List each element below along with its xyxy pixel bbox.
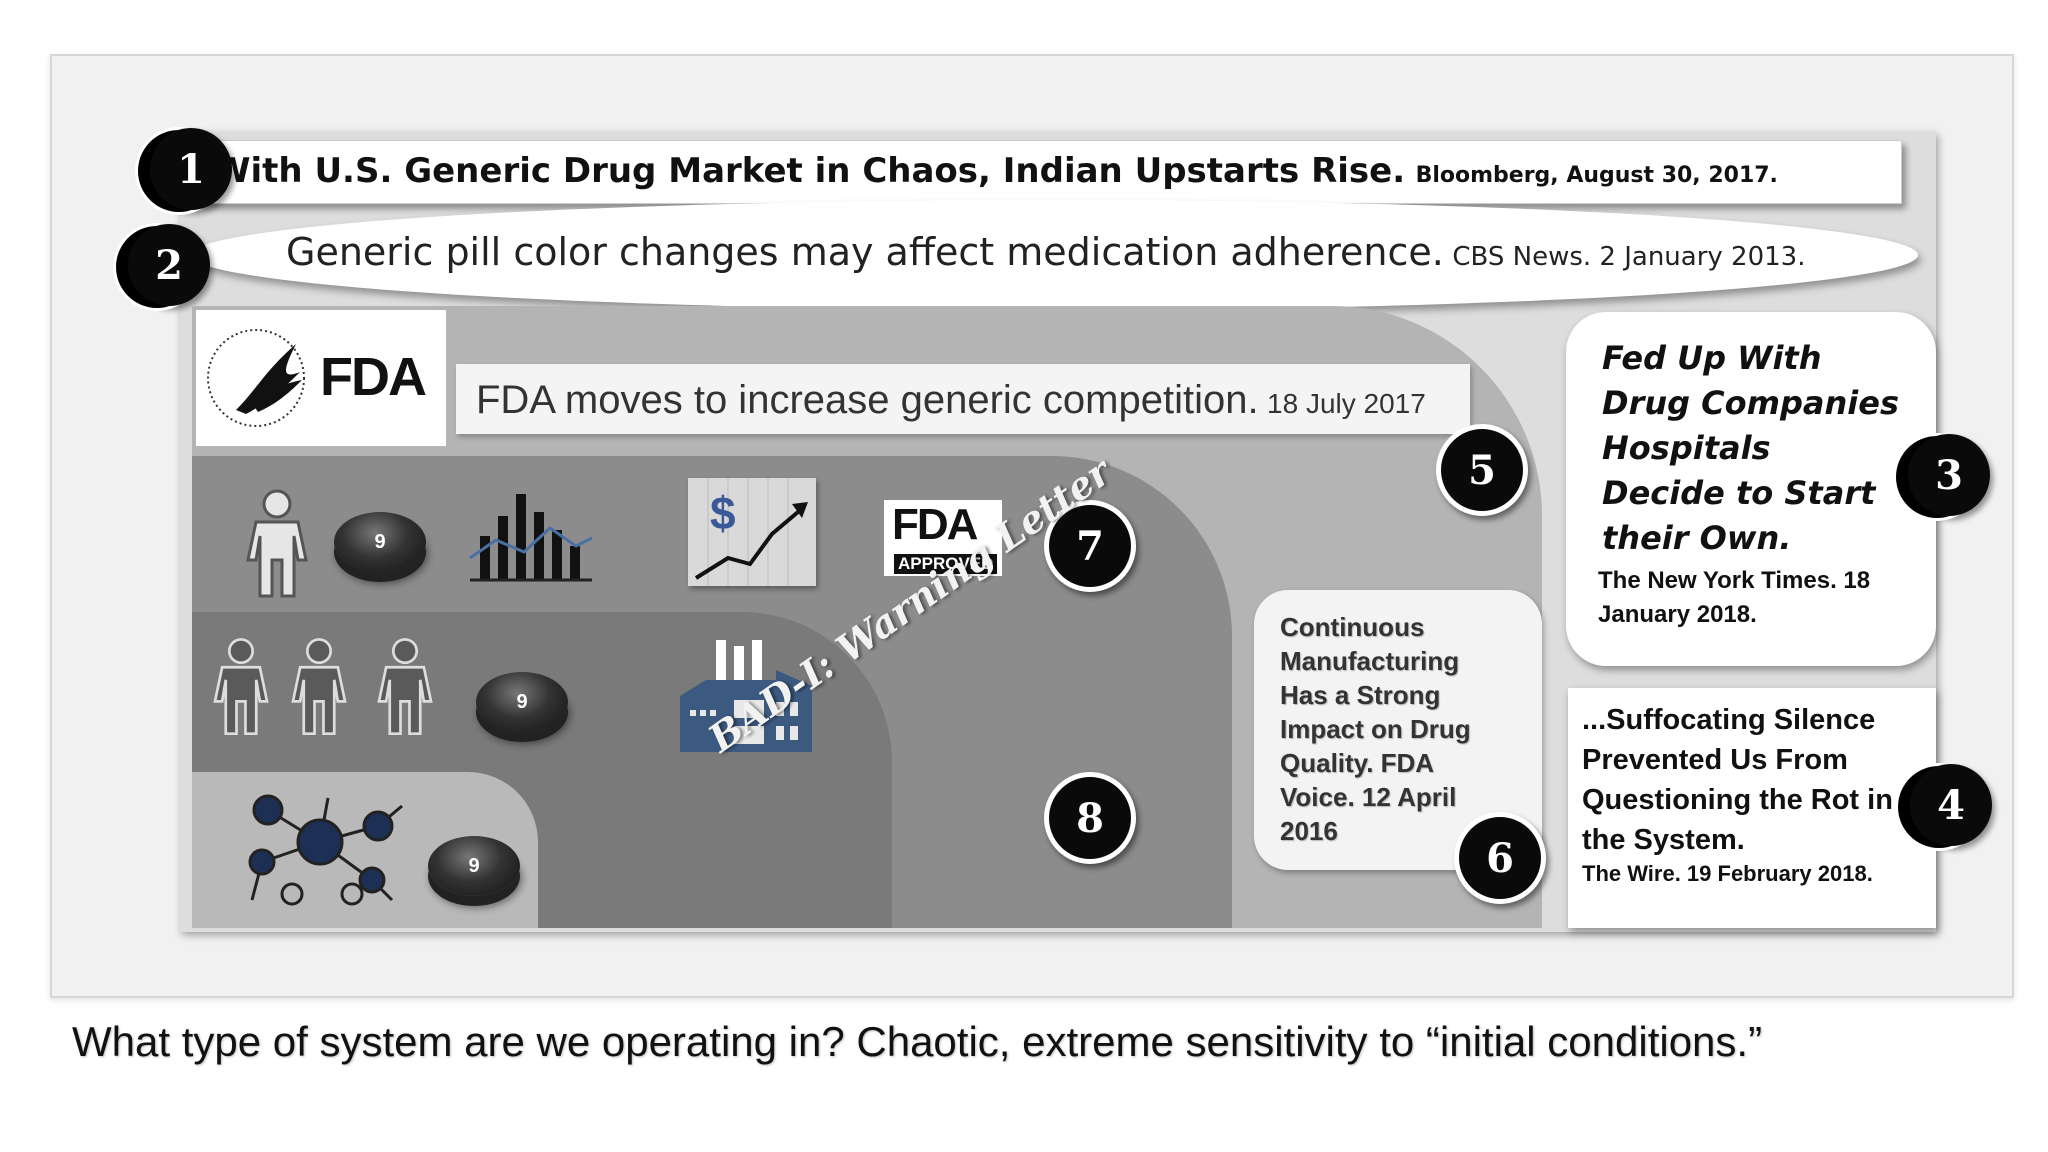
person-icon — [213, 638, 269, 736]
badge-8-label: 8 — [1076, 794, 1104, 842]
pill-icon-label: 9 — [374, 530, 386, 553]
fda-approved-stamp: FDA APPROVED — [884, 500, 1002, 576]
fda-approved-logo: FDA — [892, 500, 978, 549]
network-icon — [248, 794, 403, 906]
fda-logo-text: FDA — [320, 347, 427, 407]
badge-3-label: 3 — [1935, 451, 1963, 499]
wire-headline-text: ...Suffocating Silence Prevented Us From… — [1582, 704, 1893, 856]
continuous-manufacturing-text: Continuous Manufacturing Has a Strong Im… — [1280, 612, 1471, 846]
dollar-icon: $ — [710, 487, 736, 539]
fda-headline-date: 18 July 2017 — [1267, 388, 1426, 419]
wire-headline-source: The Wire. 19 February 2018. — [1582, 861, 1873, 886]
pill-icon: 9 — [428, 836, 520, 896]
headline-2-text: Generic pill color changes may affect me… — [286, 230, 1444, 274]
badge-3: 3 — [1908, 434, 1990, 516]
badge-8: 8 — [1044, 772, 1136, 864]
wire-headline-box: ...Suffocating Silence Prevented Us From… — [1568, 688, 1936, 928]
slide-caption: What type of system are we operating in?… — [72, 1018, 1763, 1065]
badge-1: 1 — [150, 128, 232, 210]
person-icon — [377, 638, 433, 736]
badge-1-label: 1 — [177, 145, 205, 193]
fda-approved-label: APPROVED — [894, 554, 998, 574]
badge-7: 7 — [1044, 500, 1136, 592]
nyt-headline-text: Fed Up With Drug Companies Hospitals Dec… — [1602, 339, 1899, 557]
headline-1-text: With U.S. Generic Drug Market in Chaos, … — [213, 151, 1406, 191]
pill-icon: 9 — [334, 512, 426, 572]
fda-logo: FDA — [196, 310, 446, 446]
pill-icon-label: 9 — [468, 854, 480, 877]
badge-6-label: 6 — [1486, 834, 1514, 882]
person-icon — [246, 489, 308, 598]
badge-2-label: 2 — [155, 241, 183, 289]
headline-2-box: Generic pill color changes may affect me… — [190, 200, 1918, 310]
badge-5-label: 5 — [1468, 446, 1496, 494]
person-icon — [291, 638, 347, 736]
hhs-eagle-icon — [207, 329, 305, 427]
headline-1-box: With U.S. Generic Drug Market in Chaos, … — [200, 140, 1902, 204]
finance-chart-icon: $ — [688, 478, 816, 586]
nyt-headline-box: Fed Up With Drug Companies Hospitals Dec… — [1566, 312, 1936, 666]
badge-5: 5 — [1436, 424, 1528, 516]
badge-6: 6 — [1454, 812, 1546, 904]
fda-headline-box: FDA moves to increase generic competitio… — [456, 364, 1470, 434]
badge-4: 4 — [1910, 764, 1992, 846]
pill-icon: 9 — [476, 672, 568, 732]
badge-2: 2 — [128, 224, 210, 306]
bar-chart-icon — [469, 494, 593, 582]
badge-7-label: 7 — [1076, 522, 1104, 570]
stock-growth-icon — [694, 478, 808, 586]
nyt-headline-source: The New York Times. 18 January 2018. — [1598, 567, 1871, 628]
headline-1-source: Bloomberg, August 30, 2017. — [1415, 163, 1778, 188]
pill-icon-label: 9 — [516, 690, 528, 713]
fda-headline-text: FDA moves to increase generic competitio… — [476, 378, 1259, 422]
headline-2-source: CBS News. 2 January 2013. — [1452, 242, 1806, 272]
badge-4-label: 4 — [1937, 781, 1965, 829]
factory-icon — [680, 640, 812, 752]
